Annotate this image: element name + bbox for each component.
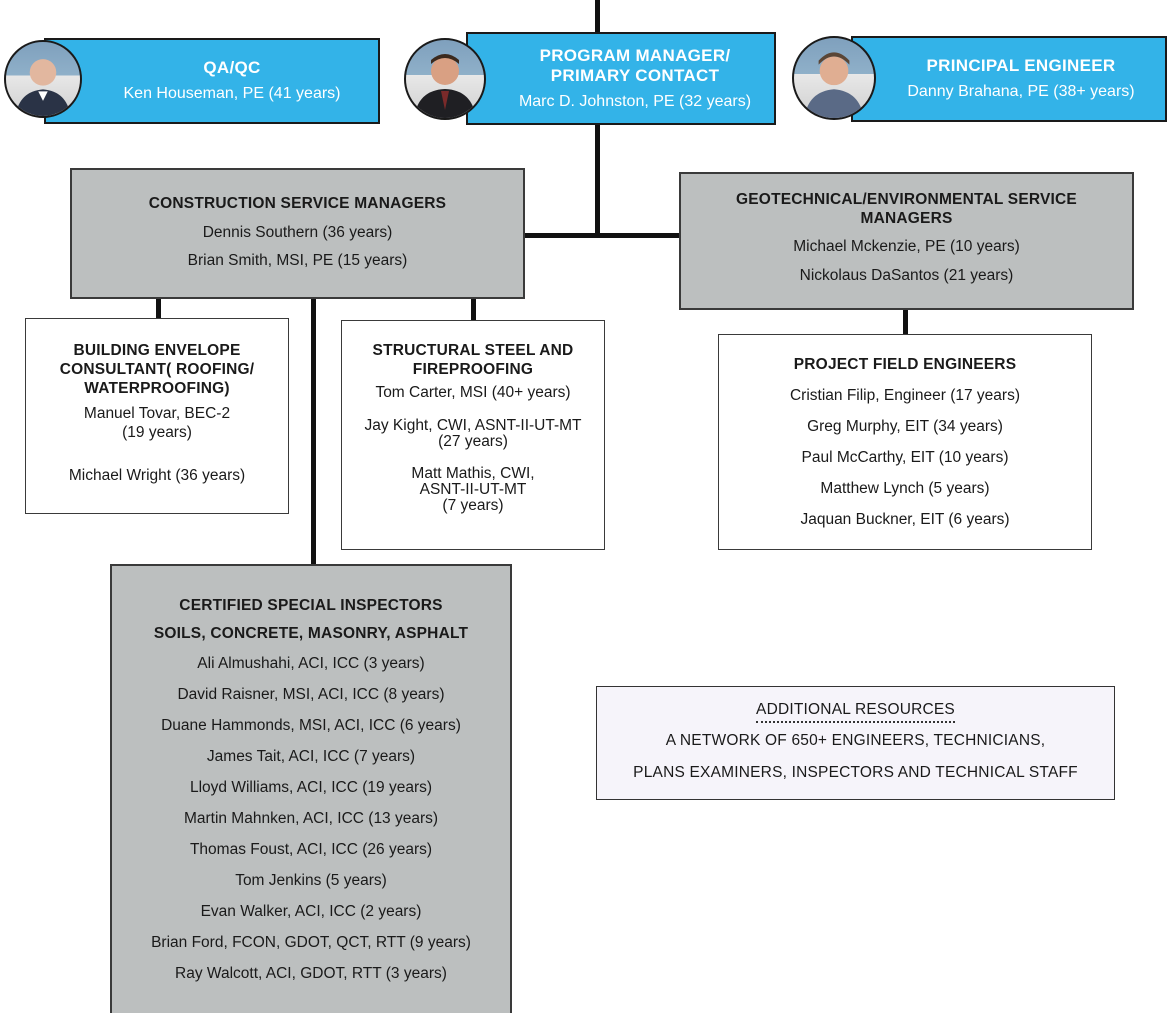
building-envelope-title-1: BUILDING ENVELOPE (73, 342, 241, 359)
list-item: Jaquan Buckner, EIT (6 years) (800, 511, 1010, 528)
list-item: Greg Murphy, EIT (34 years) (807, 418, 1003, 435)
qa-qc-name: Ken Houseman, PE (41 years) (123, 85, 341, 102)
inspector-list-item: Ali Almushahi, ACI, ICC (3 years) (197, 655, 425, 672)
connector-pm-down (595, 124, 600, 236)
qa-qc-box: QA/QC Ken Houseman, PE (41 years) (44, 38, 380, 124)
inspector-list-item: Duane Hammonds, MSI, ACI, ICC (6 years) (161, 717, 461, 734)
field-engineers-title: PROJECT FIELD ENGINEERS (793, 356, 1017, 373)
list-item: Dennis Southern (36 years) (202, 224, 393, 241)
list-item: Tom Carter, MSI (40+ years) (375, 384, 571, 401)
list-item: (27 years) (438, 433, 508, 450)
connector-to-inspectors (311, 297, 316, 566)
list-item: Nickolaus DaSantos (21 years) (799, 267, 1014, 284)
geo-env-managers-box: GEOTECHNICAL/ENVIRONMENTAL SERVICE MANAG… (679, 172, 1134, 310)
connector-managers (524, 233, 682, 238)
field-engineers-box: PROJECT FIELD ENGINEERS Cristian Filip, … (718, 334, 1092, 550)
building-envelope-title-2: CONSULTANT( ROOFING/ (59, 361, 255, 378)
inspector-list: Ali Almushahi, ACI, ICC (3 years) David R… (112, 654, 510, 983)
building-envelope-box: BUILDING ENVELOPE CONSULTANT( ROOFING/ W… (25, 318, 289, 514)
principal-engineer-title: PRINCIPAL ENGINEER (926, 56, 1116, 75)
additional-resources-line-2: PLANS EXAMINERS, INSPECTORS AND TECHNICA… (633, 764, 1078, 781)
list-item: Matthew Lynch (5 years) (820, 480, 990, 497)
connector-to-envelope (156, 297, 161, 319)
program-manager-box: PROGRAM MANAGER/ PRIMARY CONTACT Marc D.… (466, 32, 776, 125)
program-manager-photo (404, 38, 486, 120)
list-item: (19 years) (122, 424, 192, 441)
connector-to-field (903, 309, 908, 335)
inspector-list-item: Thomas Foust, ACI, ICC (26 years) (189, 841, 433, 858)
list-item: ASNT-II-UT-MT (419, 481, 527, 498)
program-manager-title-1: PROGRAM MANAGER/ (539, 45, 731, 65)
special-inspectors-title-2: SOILS, CONCRETE, MASONRY, ASPHALT (153, 625, 469, 642)
inspector-list-item: Martin Mahnken, ACI, ICC (13 years) (183, 810, 439, 827)
special-inspectors-box: CERTIFIED SPECIAL INSPECTORS SOILS, CONC… (110, 564, 512, 1013)
list-item: Michael Wright (36 years) (68, 467, 246, 484)
geo-env-managers-title-1: GEOTECHNICAL/ENVIRONMENTAL SERVICE (736, 191, 1077, 208)
list-item: Matt Mathis, CWI, (411, 465, 535, 482)
inspector-list-item: Evan Walker, ACI, ICC (2 years) (200, 903, 422, 920)
construction-managers-title: CONSTRUCTION SERVICE MANAGERS (148, 195, 447, 212)
qa-qc-photo (4, 40, 82, 118)
program-manager-name: Marc D. Johnston, PE (32 years) (518, 92, 752, 110)
inspector-list-item: Brian Ford, FCON, GDOT, QCT, RTT (9 year… (151, 934, 471, 951)
inspector-list-item: David Raisner, MSI, ACI, ICC (8 years) (177, 686, 445, 703)
qa-qc-title: QA/QC (203, 58, 261, 77)
special-inspectors-title-1: CERTIFIED SPECIAL INSPECTORS (179, 597, 443, 614)
additional-resources-line-1: A NETWORK OF 650+ ENGINEERS, TECHNICIANS… (665, 732, 1046, 749)
list-item: Jay Kight, CWI, ASNT-II-UT-MT (364, 417, 582, 434)
geo-env-managers-title-2: MANAGERS (860, 210, 953, 227)
inspector-list-item: James Tait, ACI, ICC (7 years) (206, 748, 416, 765)
program-manager-title-2: PRIMARY CONTACT (550, 65, 720, 85)
inspector-list-item: Tom Jenkins (5 years) (235, 872, 387, 889)
connector-to-steel (471, 297, 476, 321)
list-item: Brian Smith, MSI, PE (15 years) (187, 252, 408, 269)
inspector-list-item: Ray Walcott, ACI, GDOT, RTT (3 years) (175, 965, 447, 982)
list-item: Paul McCarthy, EIT (10 years) (801, 449, 1009, 466)
principal-engineer-name: Danny Brahana, PE (38+ years) (907, 83, 1135, 100)
list-item: Manuel Tovar, BEC-2 (83, 405, 231, 422)
connector-top (595, 0, 600, 34)
additional-resources-title: ADDITIONAL RESOURCES (756, 701, 955, 723)
construction-managers-box: CONSTRUCTION SERVICE MANAGERS Dennis Sou… (70, 168, 525, 299)
list-item: Cristian Filip, Engineer (17 years) (789, 387, 1020, 404)
principal-engineer-box: PRINCIPAL ENGINEER Danny Brahana, PE (38… (851, 36, 1167, 122)
structural-steel-title-1: STRUCTURAL STEEL AND (372, 342, 574, 359)
structural-steel-title-2: FIREPROOFING (412, 361, 534, 378)
list-item: (7 years) (442, 497, 504, 514)
principal-engineer-photo (792, 36, 876, 120)
list-item: Michael Mckenzie, PE (10 years) (793, 238, 1020, 255)
structural-steel-box: STRUCTURAL STEEL AND FIREPROOFING Tom Ca… (341, 320, 605, 550)
inspector-list-item: Lloyd Williams, ACI, ICC (19 years) (189, 779, 433, 796)
additional-resources-box: ADDITIONAL RESOURCES A NETWORK OF 650+ E… (596, 686, 1115, 800)
building-envelope-title-3: WATERPROOFING) (84, 380, 230, 397)
